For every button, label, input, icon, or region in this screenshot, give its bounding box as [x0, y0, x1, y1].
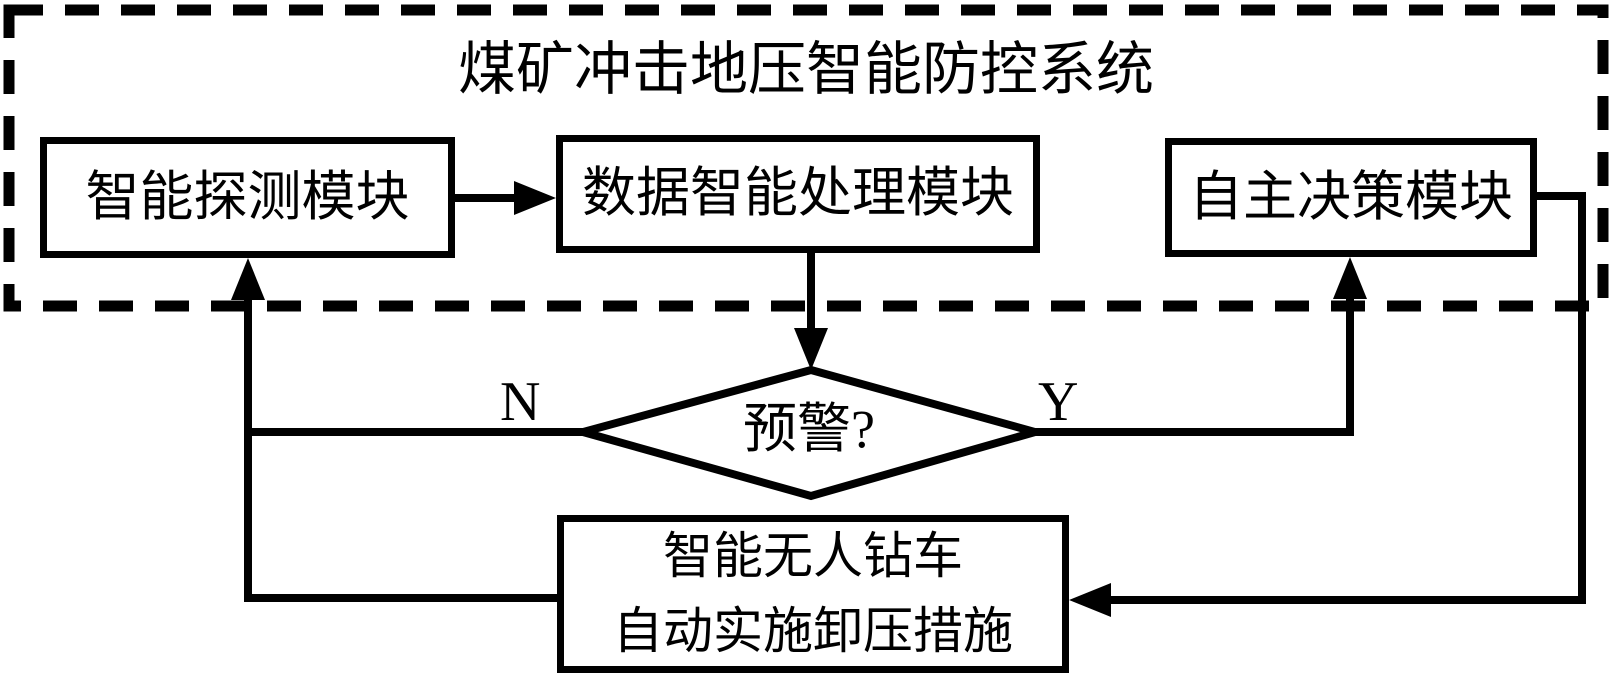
node-decision-module: 自主决策模块	[1165, 138, 1537, 257]
arrowhead-right-icon	[514, 181, 556, 215]
node-drill-rig-action: 智能无人钻车 自动实施卸压措施	[557, 515, 1069, 673]
warning-decision-diamond	[567, 365, 1050, 501]
connector-warning-yes-branch	[1035, 277, 1354, 436]
system-boundary-dashed-border	[3, 4, 1609, 312]
branch-label-yes: Y	[1038, 371, 1079, 433]
node-decision-label: 自主决策模块	[1189, 166, 1513, 227]
warning-decision-label: 预警?	[743, 399, 875, 459]
drill-rig-label-line1: 智能无人钻车	[663, 528, 963, 584]
drill-rig-label-line2: 自动实施卸压措施	[613, 603, 1013, 659]
node-processing-module: 数据智能处理模块	[556, 135, 1040, 253]
arrowhead-down-icon	[794, 328, 828, 370]
arrowhead-up-icon	[231, 258, 265, 300]
system-title: 煤矿冲击地压智能防控系统	[457, 37, 1154, 102]
arrowhead-left-icon	[1069, 583, 1111, 617]
node-detection-module: 智能探测模块	[40, 137, 455, 258]
branch-label-no: N	[500, 371, 541, 433]
node-processing-label: 数据智能处理模块	[582, 163, 1014, 224]
node-detection-label: 智能探测模块	[85, 166, 410, 227]
connector-decision-to-drill	[1107, 192, 1586, 604]
arrowhead-up-icon	[1333, 257, 1367, 299]
connector-drill-to-detection	[244, 276, 557, 602]
